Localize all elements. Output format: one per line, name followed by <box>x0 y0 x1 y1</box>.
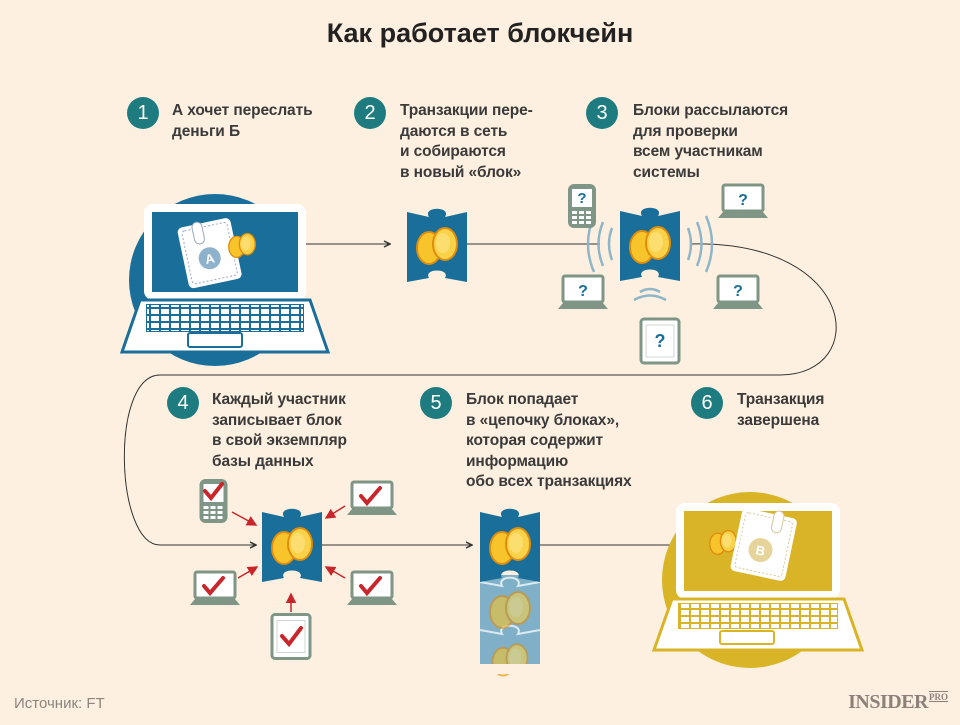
step-number-5: 5 <box>420 387 452 419</box>
logo-text: INSIDER <box>848 691 928 713</box>
step-number-1: 1 <box>127 97 159 129</box>
svg-text:?: ? <box>655 331 666 351</box>
block-puzzle-icon <box>407 208 467 282</box>
block-puzzle-broadcast-icon <box>620 207 680 281</box>
svg-text:?: ? <box>577 190 586 207</box>
tablet-question-icon: ? <box>639 317 681 365</box>
step-text-4: Каждый участник записывает блок в свой э… <box>212 391 347 470</box>
block-puzzle-record-icon <box>262 508 322 582</box>
step-text-3: Блоки рассылаются для проверки всем учас… <box>633 102 789 181</box>
insider-pro-logo: INSIDERPRO <box>848 691 948 714</box>
source-note: Источник: FT <box>14 695 105 712</box>
laptop-question-icon: ? <box>556 274 610 311</box>
laptop-b-icon: B <box>651 492 865 668</box>
check-mark-icons <box>188 479 399 661</box>
step-text-5: Блок попадает в «цепочку блоках», котора… <box>466 391 632 490</box>
step-text-1: А хочет переслать деньги Б <box>172 102 313 140</box>
blockchain-chain-icon <box>470 508 550 677</box>
page-title: Как работает блокчейн <box>326 18 634 48</box>
step-text-2: Транзакции пере- даются в сеть и собираю… <box>400 102 533 181</box>
step-number-3: 3 <box>586 97 618 129</box>
wallet-a-label: A <box>204 250 217 267</box>
flow-line-3-4 <box>123 243 837 545</box>
svg-text:?: ? <box>733 283 743 300</box>
wallet-b-label: B <box>754 542 766 559</box>
laptop-question-icon: ? <box>716 183 770 220</box>
laptop-a-icon: A <box>119 194 331 366</box>
logo-sup: PRO <box>929 692 948 702</box>
step-text-6: Транзакция завершена <box>737 391 825 429</box>
step-number-2: 2 <box>354 97 386 129</box>
phone-question-icon: ? <box>568 184 596 228</box>
step-number-6: 6 <box>691 387 723 419</box>
svg-text:?: ? <box>738 192 748 209</box>
wallet-a-icon: A <box>177 218 242 289</box>
laptop-question-icon: ? <box>711 274 765 311</box>
red-arrows <box>231 505 346 612</box>
svg-text:?: ? <box>578 283 588 300</box>
wallet-b-icon: B <box>730 508 797 581</box>
step-number-4: 4 <box>167 387 199 419</box>
